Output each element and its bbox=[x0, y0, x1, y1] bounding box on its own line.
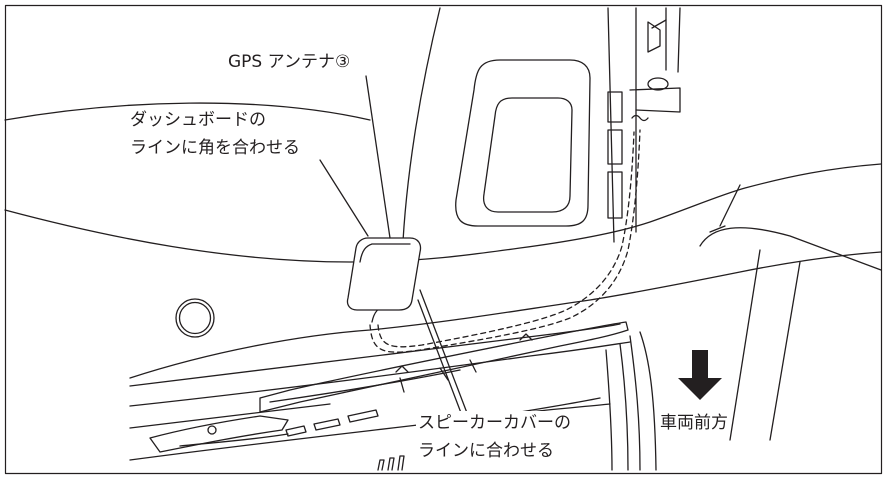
body-line-2 bbox=[709, 225, 726, 233]
vehicle-front-label: 車両前方 bbox=[658, 411, 730, 435]
cable-dashed-2 bbox=[377, 131, 635, 348]
gps-antenna-label: GPS アンテナ③ bbox=[226, 50, 353, 74]
body-line-7 bbox=[629, 335, 641, 471]
leader-speaker-1 bbox=[417, 299, 467, 427]
cowl-vent-3 bbox=[347, 409, 379, 423]
leader-gps bbox=[365, 75, 391, 239]
frame-border bbox=[4, 4, 883, 475]
bracket bbox=[647, 19, 667, 53]
cowl-vent-1 bbox=[285, 425, 307, 437]
wiper-link bbox=[179, 433, 289, 447]
slot-1 bbox=[607, 91, 623, 123]
cable-tilde bbox=[631, 114, 649, 122]
bottom-slot-1 bbox=[377, 459, 385, 471]
leader-dashboard bbox=[319, 159, 369, 237]
cowl-line-3 bbox=[129, 403, 331, 429]
pillar-right-3 bbox=[677, 7, 681, 73]
cable-dashed-1 bbox=[369, 129, 641, 353]
speaker-circle-inner bbox=[178, 301, 212, 335]
speaker-cover-label-line1: スピーカーカバーの bbox=[416, 411, 573, 435]
cowl-line-2 bbox=[129, 341, 631, 407]
body-line-6 bbox=[639, 331, 657, 471]
window-inner bbox=[482, 97, 573, 213]
speaker-circle-outer bbox=[175, 298, 215, 338]
gps-antenna-top bbox=[359, 243, 411, 263]
hinge-plate bbox=[629, 87, 681, 113]
slot-3 bbox=[607, 171, 623, 219]
bottom-slot-3 bbox=[397, 455, 405, 471]
leader-speaker-2 bbox=[419, 289, 473, 427]
pillar-inner bbox=[607, 7, 615, 243]
wiper-pivot bbox=[207, 425, 217, 435]
dashboard-front-edge bbox=[129, 251, 882, 379]
dashboard-label-line2: ラインに角を合わせる bbox=[128, 136, 302, 160]
dashboard-curve-left bbox=[4, 102, 371, 121]
body-line-3 bbox=[719, 184, 741, 227]
wiper-base bbox=[149, 415, 289, 453]
clip-1 bbox=[395, 365, 409, 373]
body-line-1 bbox=[699, 227, 882, 271]
pillar-outer bbox=[401, 7, 441, 263]
body-line-9 bbox=[605, 349, 613, 471]
dashboard-label-line1: ダッシュボードの bbox=[128, 108, 268, 132]
dashboard-top-edge bbox=[4, 163, 882, 263]
bolt-head bbox=[647, 77, 669, 91]
vehicle-front-arrow bbox=[678, 350, 722, 400]
body-line-5 bbox=[769, 261, 801, 441]
bottom-slot-2 bbox=[387, 457, 395, 471]
slot-2 bbox=[607, 129, 623, 165]
wiper-arm bbox=[259, 321, 629, 413]
cowl-line-5 bbox=[399, 359, 477, 393]
cowl-line-4 bbox=[269, 369, 461, 403]
speaker-cover-label-line2: ラインに合わせる bbox=[416, 439, 556, 463]
body-line-8 bbox=[619, 343, 629, 471]
body-line-4 bbox=[729, 249, 761, 441]
cowl-vent-2 bbox=[313, 418, 341, 431]
gps-antenna-body bbox=[346, 237, 422, 311]
window-outer bbox=[455, 59, 591, 227]
clip-2 bbox=[519, 333, 533, 341]
